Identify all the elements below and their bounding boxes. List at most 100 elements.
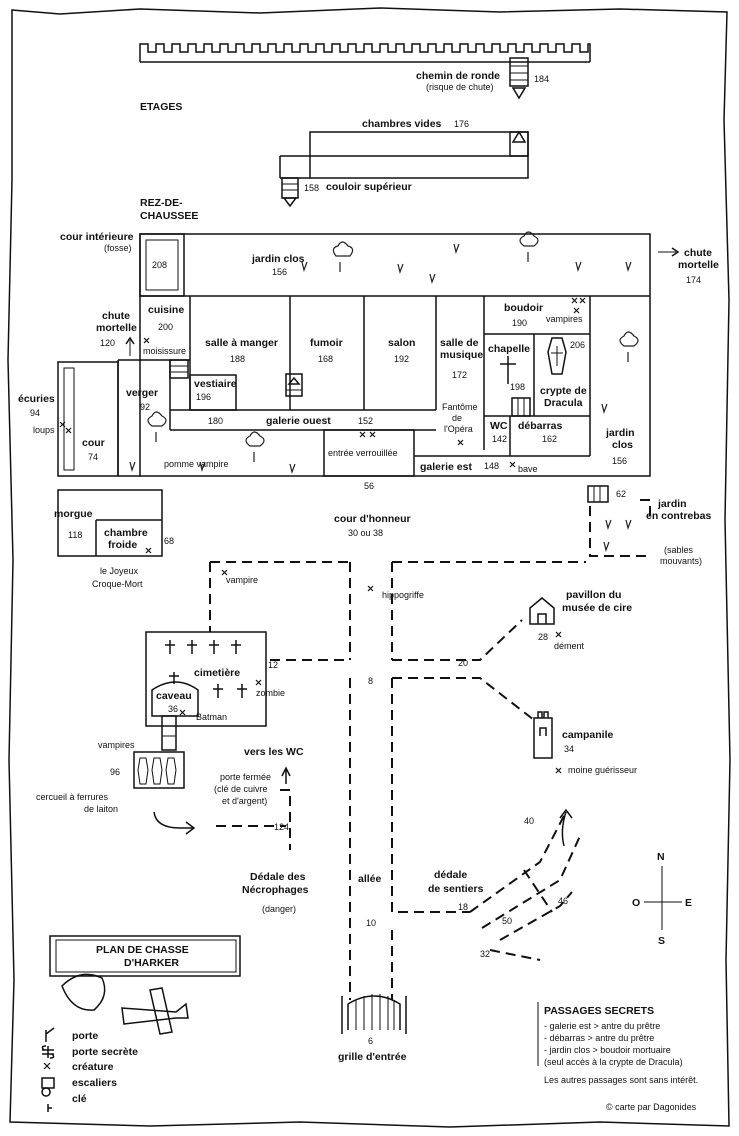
creature-icon [43, 1062, 51, 1070]
caveau-note: Batman [196, 712, 227, 722]
jardin-clos-est-label-1: jardin [605, 427, 635, 439]
vampires-cercueil-number: 96 [110, 767, 120, 777]
vers-wc-line-1: porte fermée [220, 772, 271, 782]
allee-number-20: 20 [458, 658, 468, 668]
cour-interieure-note: (fosse) [104, 243, 132, 253]
morgue-block [57, 489, 163, 557]
secrets-item-2: - débarras > antre du prêtre [544, 1033, 654, 1043]
entree-verrouillee-number: 56 [364, 481, 374, 491]
castle-ground-floor [57, 233, 651, 477]
boudoir-number: 190 [512, 318, 527, 328]
pavillon-label-2: musée de cire [562, 602, 632, 614]
chute-est-label-1: chute [684, 247, 712, 259]
galerie-ouest-number: 152 [358, 416, 373, 426]
chemin-de-ronde-note: (risque de chute) [426, 82, 494, 92]
debarras-label: débarras [518, 420, 563, 432]
door-icon [45, 1027, 55, 1042]
section-ground-2: CHAUSSEE [140, 210, 198, 222]
jardin-contrebas-number: 62 [616, 489, 626, 499]
jardin-contrebas-note-1: (sables [664, 545, 694, 555]
chambre-froide-label-1: chambre [104, 527, 148, 539]
dedale-sentiers-number-46: 46 [558, 896, 568, 906]
title-plaque [49, 935, 241, 1035]
compass-rose [644, 866, 682, 930]
vers-wc-number: 124 [274, 822, 289, 832]
chemin-de-ronde-wall [139, 43, 591, 100]
vers-wc-label: vers les WC [244, 746, 304, 758]
galerie-ouest-number-2: 180 [208, 416, 223, 426]
campanile-icon [533, 711, 553, 759]
dedale-sentiers-number-18: 18 [458, 902, 468, 912]
boudoir-label: boudoir [504, 302, 543, 314]
verger-number: 92 [140, 402, 150, 412]
dedale-necrophages-label-1: Dédale des [250, 871, 306, 883]
cour-interieure-number: 208 [152, 260, 167, 270]
pavillon-number: 28 [538, 632, 548, 642]
chemin-de-ronde-label: chemin de ronde [416, 70, 500, 82]
crypte-label-1: crypte de [540, 385, 587, 397]
allee-number-6: 6 [368, 1036, 373, 1046]
secrets-item-1: - galerie est > antre du prêtre [544, 1021, 660, 1031]
chapelle-number: 198 [510, 382, 525, 392]
jardin-clos-est-label-2: clos [612, 439, 633, 451]
chambres-vides-label: chambres vides [362, 118, 442, 130]
creature-marks [59, 297, 586, 774]
chute-ouest-label-1: chute [102, 310, 130, 322]
legend-creature: créature [72, 1061, 114, 1073]
compass-s: S [658, 935, 665, 947]
salle-musique-label-2: musique [440, 349, 483, 361]
fumoir-number: 168 [318, 354, 333, 364]
salle-a-manger-label: salle à manger [205, 337, 278, 349]
dedale-sentiers-label-2: de sentiers [428, 883, 484, 895]
vestiaire-label: vestiaire [194, 378, 237, 390]
jardin-contrebas-block [587, 485, 651, 557]
coffins-block [133, 751, 185, 789]
secrets-item-3: - jardin clos > boudoir mortuaire [544, 1045, 671, 1055]
secrets-footer: Les autres passages sont sans intérêt. [544, 1075, 698, 1085]
crypte-label-2: Dracula [544, 397, 583, 409]
salle-a-manger-number: 188 [230, 354, 245, 364]
galerie-est-note: bave [518, 464, 538, 474]
fantome-line-3: l'Opéra [444, 424, 473, 434]
allee-label: allée [358, 873, 382, 885]
cimetiere-block [145, 631, 267, 751]
couloir-superieur-label: couloir supérieur [326, 181, 412, 193]
chute-ouest-number: 120 [100, 338, 115, 348]
cimetiere-number: 12 [268, 660, 278, 670]
ecuries-label: écuries [18, 393, 55, 405]
tree-icons [147, 231, 639, 462]
salle-musique-label-1: salle de [440, 337, 479, 349]
morgue-number: 118 [68, 530, 82, 540]
secrets-item-4: (seul accès à la crypte de Dracula) [544, 1057, 683, 1067]
pavillon-icon [529, 597, 555, 625]
pavillon-label-1: pavillon du [566, 589, 621, 601]
legend-cle: clé [72, 1093, 87, 1105]
cercueil-line-2: de laiton [84, 804, 118, 814]
chemin-de-ronde-number: 184 [534, 74, 549, 84]
chapelle-label: chapelle [488, 343, 530, 355]
arrow-vers-wc [281, 766, 291, 784]
verger-note: pomme vampire [164, 459, 229, 469]
arrow-campanile-loop [559, 808, 573, 847]
allee-number-10: 10 [366, 918, 376, 928]
cour-honneur-number: 30 ou 38 [348, 528, 383, 538]
campanile-number: 34 [564, 744, 574, 754]
secrets-title: PASSAGES SECRETS [544, 1005, 654, 1017]
chute-est-number: 174 [686, 275, 701, 285]
cuisine-note: moisissure [143, 346, 186, 356]
cour-number: 74 [88, 452, 98, 462]
cercueil-line-1: cercueil à ferrures [36, 792, 109, 802]
legend-porte-secrete: porte secrète [72, 1046, 138, 1058]
cuisine-label: cuisine [148, 304, 184, 316]
salon-label: salon [388, 337, 415, 349]
chambres-vides-number: 176 [454, 119, 469, 129]
plant-marks [129, 243, 632, 553]
vers-wc-line-3: et d'argent) [222, 796, 267, 806]
grille-label: grille d'entrée [338, 1051, 407, 1063]
legend-escaliers: escaliers [72, 1077, 117, 1089]
vers-wc-line-2: (clé de cuivre [214, 784, 268, 794]
ecuries-note: loups [33, 425, 55, 435]
jardin-contrebas-label-1: jardin [657, 498, 687, 510]
fantome-line-2: de [452, 413, 462, 423]
dedale-sentiers-label-1: dédale [434, 869, 467, 881]
